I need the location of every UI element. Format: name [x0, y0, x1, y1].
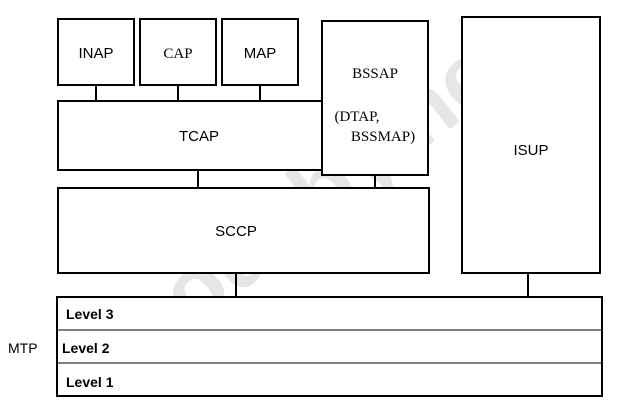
mtp-block: Level 3 Level 2 Level 1: [56, 296, 603, 397]
bssap-subtitle-line2: BSSMAP): [351, 129, 415, 145]
isup-block: ISUP: [461, 16, 601, 274]
cap-label: CAP: [163, 46, 192, 62]
mtp-level-1: Level 1: [66, 374, 114, 390]
mtp-level-3: Level 3: [66, 306, 114, 322]
connector-lines: [95, 85, 529, 297]
map-block: MAP: [221, 18, 299, 86]
sccp-label: SCCP: [215, 223, 257, 240]
mtp-level-2: Level 2: [62, 340, 110, 356]
sccp-block: SCCP: [57, 187, 430, 274]
mtp-label: MTP: [8, 340, 38, 356]
isup-label: ISUP: [513, 142, 548, 159]
map-label: MAP: [244, 45, 277, 62]
bssap-block: BSSAP (DTAP, BSSMAP): [321, 20, 429, 176]
bssap-subtitle-line1: (DTAP,: [334, 109, 379, 125]
inap-label: INAP: [78, 45, 113, 62]
cap-block: CAP: [139, 18, 217, 86]
inap-block: INAP: [57, 18, 135, 86]
bssap-title: BSSAP: [352, 66, 398, 82]
tcap-label: TCAP: [179, 128, 219, 145]
tcap-block: TCAP: [57, 100, 341, 171]
